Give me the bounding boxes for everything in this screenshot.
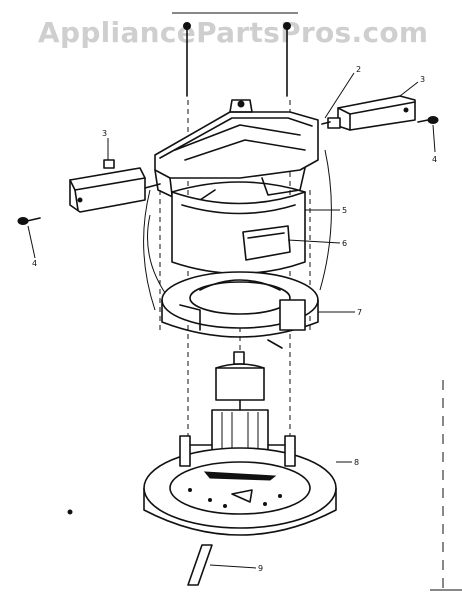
callout-4-right: 4: [432, 155, 437, 164]
callout-7: 7: [357, 308, 362, 317]
callout-4-left: 4: [32, 259, 37, 268]
base-plate: [143, 435, 337, 536]
power-cord: [187, 544, 213, 586]
stray-dot: [67, 509, 73, 515]
callout-3-left: 3: [102, 129, 107, 138]
motor-housing-top: [154, 99, 319, 201]
leader-lines: [27, 72, 436, 569]
callout-2: 2: [356, 65, 361, 74]
callout-6: 6: [342, 239, 347, 248]
screw-right: [417, 116, 439, 124]
callout-8: 8: [354, 458, 359, 467]
callout-9: 9: [258, 564, 263, 573]
callout-3-right: 3: [420, 75, 425, 84]
armature: [211, 351, 269, 459]
stator-coil: [161, 271, 319, 349]
screw-left: [17, 217, 41, 225]
bracket-left: [69, 159, 161, 213]
watermark-text: AppliancePartsPros.com: [38, 16, 429, 49]
callout-labels: 2 3 3 4 4 5 6 7 8 9: [32, 65, 437, 573]
mounting-bolts: [172, 12, 298, 97]
insulation-sheet: [242, 225, 291, 261]
callout-5: 5: [342, 206, 347, 215]
frame-edge: [430, 380, 462, 591]
